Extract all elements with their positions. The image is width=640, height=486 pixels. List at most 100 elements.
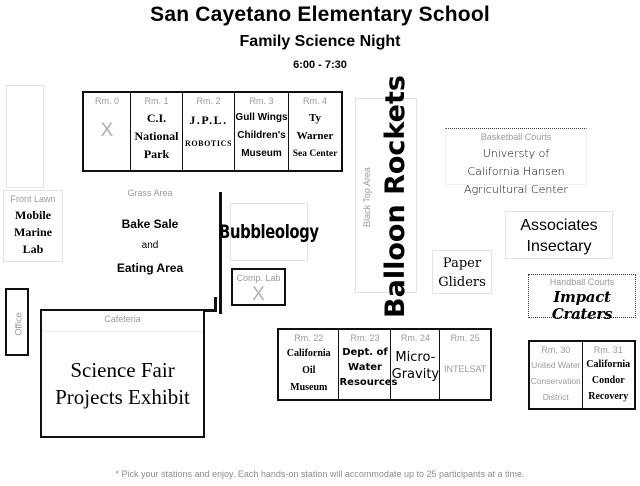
balloon-rockets-title: Balloon Rockets xyxy=(379,75,411,318)
room-31-label: Rm. 31 xyxy=(593,345,623,355)
cafeteria-notch-arm xyxy=(205,309,217,312)
handball-courts-label: Handball Courts xyxy=(549,277,615,287)
room-4-line-3: Sea Center xyxy=(292,149,338,159)
bubbleology-title: Bubbleology xyxy=(219,221,319,243)
room-1-line-2: National xyxy=(134,129,179,143)
black-top-area-label: Black Top Area xyxy=(362,166,372,227)
room-22-label: Rm. 22 xyxy=(294,333,324,343)
basketball-courts-line-2: California Hansen xyxy=(467,165,565,178)
bottom-room-strip: Rm. 22 California Oil Museum Rm. 23 Dept… xyxy=(277,328,492,401)
room-31-line-3: Recovery xyxy=(588,391,629,402)
room-4-label: Rm. 4 xyxy=(302,96,327,106)
empty-building-block xyxy=(6,85,44,188)
room-24-line-2: Gravity xyxy=(391,367,440,382)
room-0-label: Rm. 0 xyxy=(94,96,119,106)
impact-craters-line-2: Craters xyxy=(551,305,613,323)
room-23-line-3: Resources xyxy=(339,377,398,388)
grass-area-label: Grass Area xyxy=(127,188,173,198)
front-lawn-line-3: Lab xyxy=(22,242,44,256)
paper-gliders-station[interactable]: Paper Gliders xyxy=(432,250,492,294)
room-cell-3[interactable]: Rm. 3 Gull Wings Children's Museum xyxy=(235,93,289,170)
room-2-label: Rm. 2 xyxy=(196,96,221,106)
front-lawn-line-2: Marine xyxy=(14,225,52,239)
room-22-line-2: Oil xyxy=(302,365,316,376)
room-1-line-3: Park xyxy=(143,147,170,161)
room-cell-2[interactable]: Rm. 2 J.P.L. ROBOTICS xyxy=(183,93,235,170)
black-top-area[interactable]: Black Top Area Balloon Rockets xyxy=(355,75,417,318)
room-cell-22[interactable]: Rm. 22 California Oil Museum xyxy=(279,330,340,399)
room-23-line-2: Water xyxy=(348,362,382,373)
room-3-line-1: Gull Wings xyxy=(235,112,288,123)
room-cell-4[interactable]: Rm. 4 Ty Warner Sea Center xyxy=(289,93,341,170)
room-2-sublabel: ROBOTICS xyxy=(184,139,233,148)
room-31-line-2: Condor xyxy=(591,375,625,386)
event-time: 6:00 - 7:30 xyxy=(293,59,347,71)
room-4-line-2: Warner xyxy=(296,130,334,142)
comp-lab-label: Comp. Lab xyxy=(236,273,281,283)
science-fair-line-2: Projects Exhibit xyxy=(55,385,190,409)
handball-courts-station[interactable]: Handball Courts Impact Craters xyxy=(528,274,636,323)
grass-area-line-3: Eating Area xyxy=(116,261,184,275)
front-lawn-station[interactable]: Front Lawn Mobile Marine Lab xyxy=(3,190,63,262)
room-22-line-3: Museum xyxy=(290,382,328,393)
basketball-courts-station[interactable]: Basketball Courts Universty of Californi… xyxy=(445,128,587,196)
room-24-label: Rm. 24 xyxy=(400,333,430,343)
cafeteria-building[interactable]: Cafeteria Science Fair Projects Exhibit xyxy=(40,309,205,438)
associates-insectary-station[interactable]: Associates Insectary xyxy=(505,211,613,259)
cafeteria-separator xyxy=(42,331,203,332)
grass-area-line-2: and xyxy=(141,240,159,251)
front-lawn-line-1: Mobile xyxy=(15,208,51,222)
office-label: Office xyxy=(14,312,24,336)
room-cell-24[interactable]: Rm. 24 Micro- Gravity xyxy=(391,330,441,399)
room-30-label: Rm. 30 xyxy=(541,345,571,355)
room-2-line-1: J.P.L. xyxy=(189,113,228,127)
paper-gliders-line-1: Paper xyxy=(442,256,482,271)
office-room[interactable]: Office xyxy=(5,288,29,356)
room-24-line-1: Micro- xyxy=(395,350,436,365)
basketball-courts-line-1: Universty of xyxy=(482,147,550,160)
grass-area-station[interactable]: Grass Area Bake Sale and Eating Area xyxy=(95,185,205,275)
room-cell-1[interactable]: Rm. 1 C.I. National Park xyxy=(131,93,183,170)
map-divider-line xyxy=(219,192,222,314)
room-23-line-1: Dept. of xyxy=(342,347,388,358)
room-25-line-1: INTELSAT xyxy=(443,364,487,374)
room-cell-23[interactable]: Rm. 23 Dept. of Water Resources xyxy=(339,330,398,399)
grass-area-line-1: Bake Sale xyxy=(121,217,179,231)
footnote-text: * Pick your stations and enjoy. Each han… xyxy=(115,469,525,479)
comp-lab-room[interactable]: Comp. Lab X xyxy=(231,268,286,306)
comp-lab-x-mark: X xyxy=(252,284,265,305)
front-lawn-label: Front Lawn xyxy=(10,194,56,204)
room-cell-31[interactable]: Rm. 31 California Condor Recovery xyxy=(583,342,635,408)
room-cell-25[interactable]: Rm. 25 INTELSAT xyxy=(440,330,490,399)
basketball-courts-label: Basketball Courts xyxy=(480,132,552,142)
bubbleology-station[interactable]: Bubbleology xyxy=(219,203,319,261)
room-3-label: Rm. 3 xyxy=(249,96,274,106)
room-1-line-1: C.I. xyxy=(146,111,167,125)
paper-gliders-line-2: Gliders xyxy=(438,275,486,290)
room-0-x-mark: X xyxy=(100,120,114,141)
room-cell-30[interactable]: Rm. 30 United Water Conservation Distric… xyxy=(530,342,583,408)
right-room-strip: Rm. 30 United Water Conservation Distric… xyxy=(528,340,636,410)
cafeteria-notch-riser xyxy=(214,297,217,311)
room-3-line-3: Museum xyxy=(241,148,282,159)
room-30-line-1: United Water xyxy=(531,360,581,370)
room-3-line-2: Children's xyxy=(237,130,286,141)
cafeteria-label: Cafeteria xyxy=(104,314,141,324)
room-31-line-1: California xyxy=(586,359,631,370)
associates-line-1: Associates xyxy=(520,217,598,234)
science-fair-line-1: Science Fair xyxy=(70,358,175,382)
associates-line-2: Insectary xyxy=(526,238,592,255)
room-23-label: Rm. 23 xyxy=(350,333,380,343)
basketball-courts-line-3: Agricultural Center xyxy=(464,183,568,196)
event-subtitle: Family Science Night xyxy=(239,33,401,50)
room-4-line-1: Ty xyxy=(308,112,322,124)
top-room-strip: Rm. 0 X Rm. 1 C.I. National Park Rm. 2 J… xyxy=(82,91,343,172)
room-30-line-2: Conservation xyxy=(530,376,581,386)
room-1-label: Rm. 1 xyxy=(144,96,169,106)
room-25-label: Rm. 25 xyxy=(450,333,480,343)
room-22-line-1: California xyxy=(286,348,331,359)
room-30-line-3: District xyxy=(542,392,569,402)
room-cell-0[interactable]: Rm. 0 X xyxy=(84,93,131,170)
impact-craters-line-1: Impact xyxy=(553,288,611,306)
